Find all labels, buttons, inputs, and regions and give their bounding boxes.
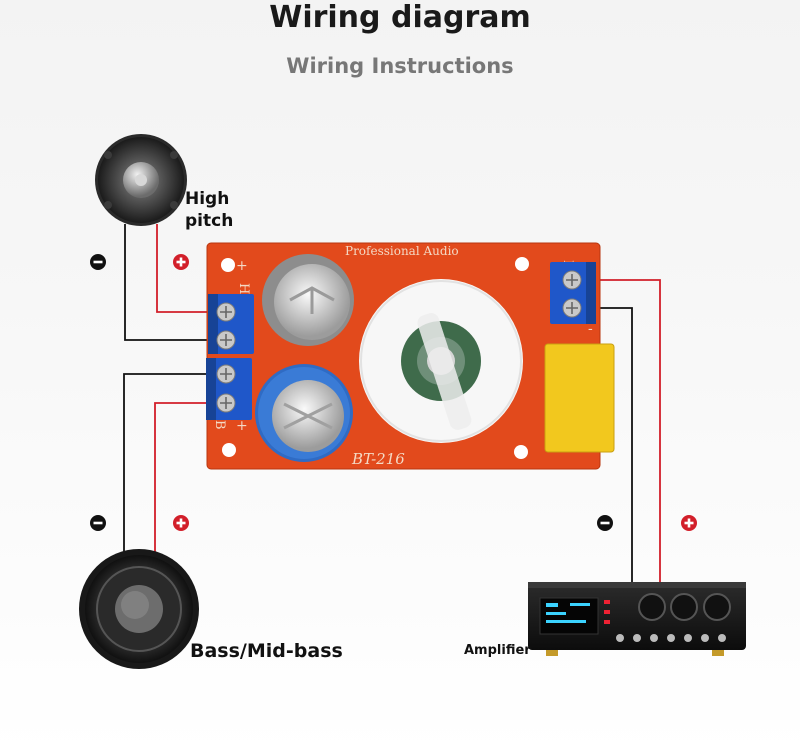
minus-circle-icon <box>90 254 106 270</box>
tweeter-label-line2: pitch <box>185 211 234 231</box>
plus-circle-icon <box>681 515 697 531</box>
board-minus-sign: - <box>588 321 593 337</box>
woofer-positive-wire <box>154 402 222 552</box>
capacitor-blue <box>255 364 353 462</box>
board-model-text: BT-216 <box>351 450 405 468</box>
woofer-speaker <box>79 549 199 669</box>
minus-circle-icon <box>597 515 613 531</box>
board-plus-sign: + <box>236 418 248 434</box>
tweeter-label-line1: High <box>185 189 230 209</box>
tweeter-negative-wire <box>124 224 222 341</box>
plus-circle-icon <box>173 515 189 531</box>
board-brand-text: Professional Audio <box>345 244 459 258</box>
page-title: Wiring diagram <box>269 0 531 35</box>
board-woofer-terminal-label: B <box>212 420 227 430</box>
plus-circle-icon <box>173 254 189 270</box>
minus-circle-icon <box>90 515 106 531</box>
page-subtitle: Wiring Instructions <box>286 54 514 78</box>
tweeter-positive-wire <box>156 224 222 313</box>
tweeter-terminal-block <box>208 294 254 354</box>
amplifier-label: Amplifier <box>464 643 531 658</box>
tweeter-speaker <box>95 134 187 226</box>
capacitor-yellow <box>544 343 615 453</box>
tweeter-label: High pitch <box>185 188 233 232</box>
woofer-label: Bass/Mid-bass <box>190 640 343 662</box>
input-terminal-block <box>550 262 596 324</box>
inductor-coil <box>359 279 523 443</box>
amplifier-device <box>528 582 746 656</box>
capacitor-grey <box>262 254 354 346</box>
woofer-terminal-block <box>206 358 252 420</box>
board-plus-sign: + <box>236 258 248 274</box>
woofer-negative-wire <box>123 373 222 552</box>
amplifier-positive-wire <box>578 279 661 582</box>
board-tweeter-terminal-label: H <box>236 283 251 294</box>
